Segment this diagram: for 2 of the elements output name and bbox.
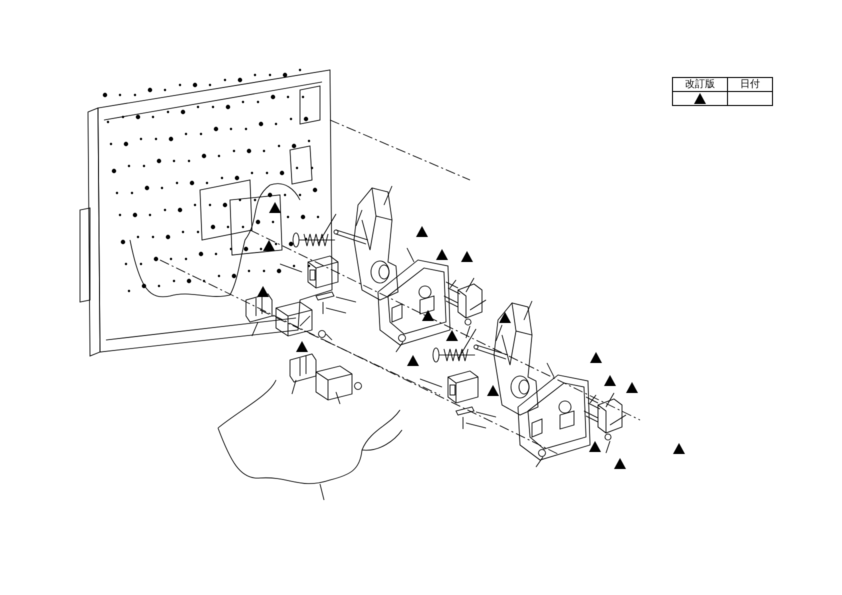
table-header: 日付 [728, 78, 773, 92]
table-header: 改訂版 [673, 78, 728, 92]
